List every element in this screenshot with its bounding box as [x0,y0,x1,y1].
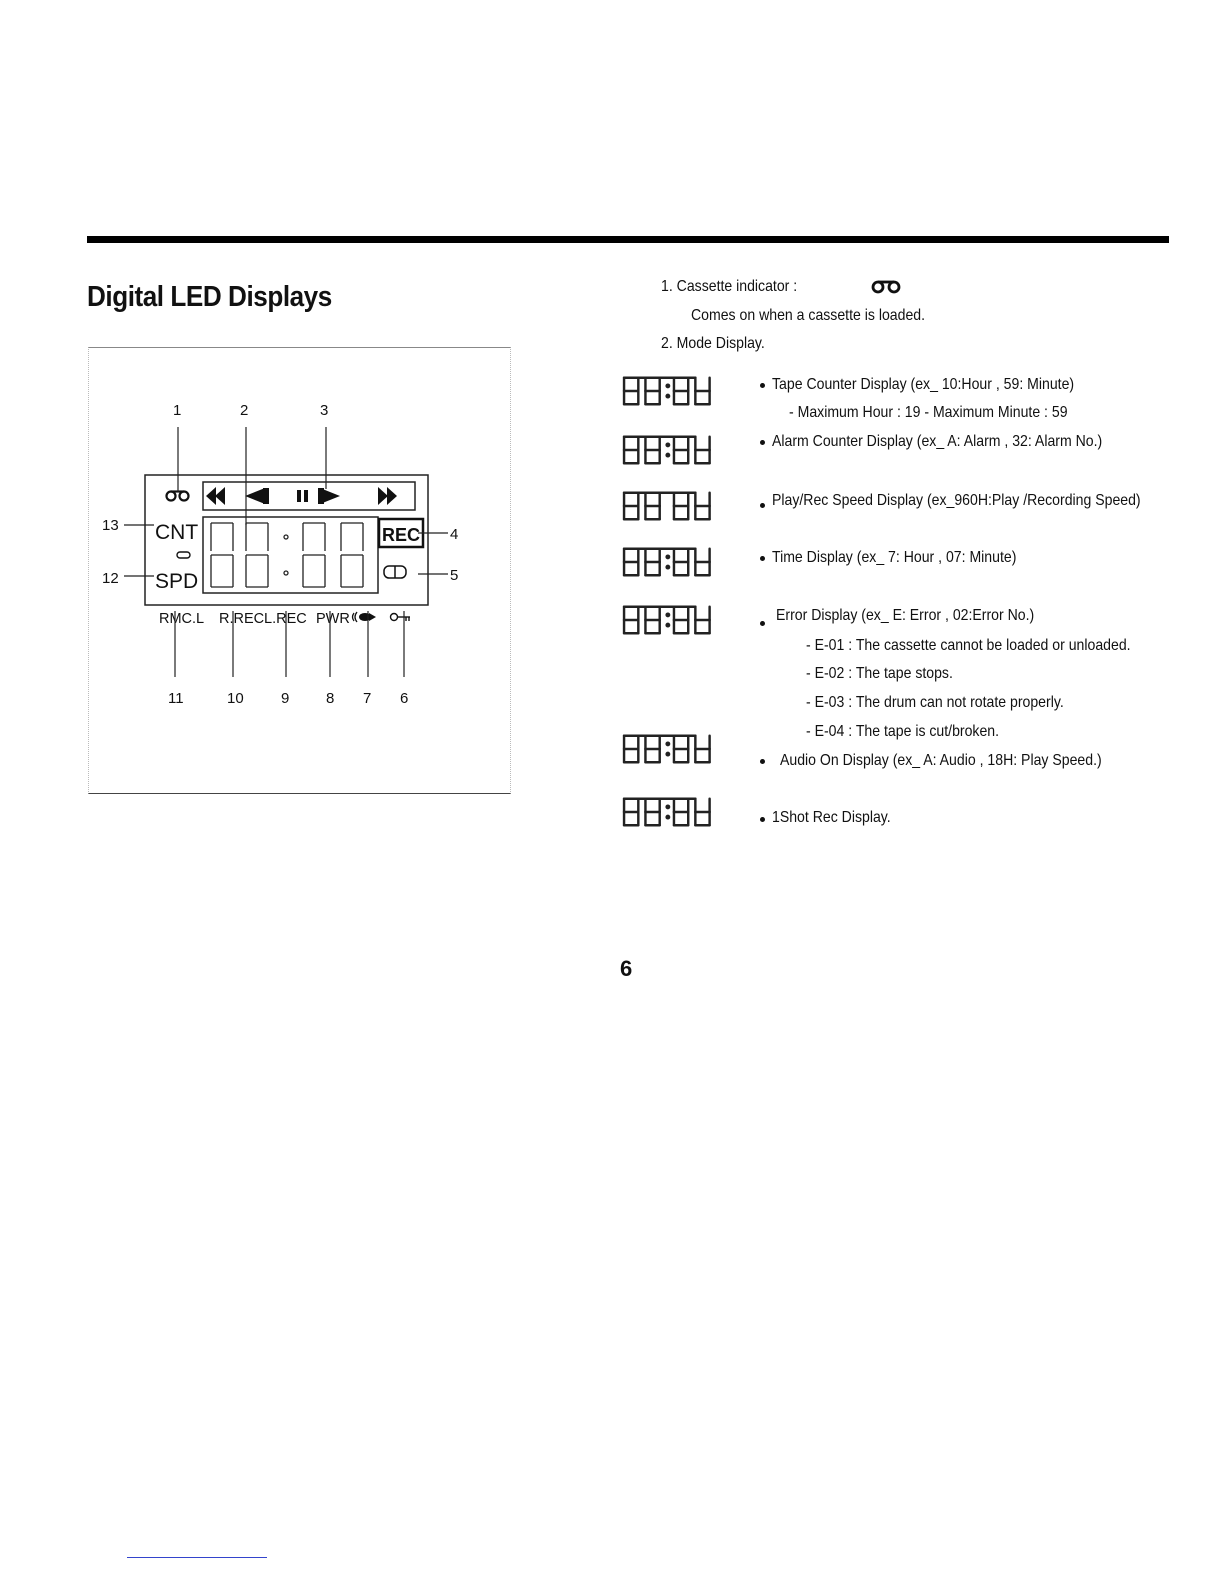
time-glyph [621,544,731,585]
page-number: 6 [620,956,633,981]
key-lock-icon [389,612,410,622]
timer-icon [383,565,407,579]
tape-counter-glyph [621,373,731,414]
callout-12: 12 [102,570,119,587]
error-text: Error Display (ex_ E: Error , 02:Error N… [776,607,1035,624]
cassette-icon [165,490,190,502]
pause-icon [297,490,301,502]
reverse-play-icon [245,488,265,504]
spd-label: SPD [155,570,198,593]
callout-8: 8 [326,690,334,707]
top-rule [87,236,1169,243]
callout-13: 13 [102,517,119,534]
fast-forward-icon [378,487,388,505]
audio-text: Audio On Display (ex_ A: Audio , 18H: Pl… [780,752,1102,769]
speed-glyph [621,488,731,529]
cassette-icon [871,280,901,294]
error-e04: - E-04 : The tape is cut/broken. [806,723,1000,740]
mode-dash-icon [176,551,191,559]
audio-glyph [621,731,731,772]
callout-2: 2 [240,402,248,419]
error-e02: - E-02 : The tape stops. [806,665,953,682]
page-title: Digital LED Displays [87,281,332,313]
callout-1: 1 [173,402,181,419]
callout-9: 9 [281,690,289,707]
error-e01: - E-01 : The cassette cannot be loaded o… [806,637,1131,654]
callout-7: 7 [363,690,371,707]
oneshot-text: 1Shot Rec Display. [772,809,891,826]
footer-line [127,1557,267,1558]
callout-3: 3 [320,402,328,419]
lrec-label: L.REC [264,611,307,627]
oneshot-glyph [621,794,731,835]
cassette-indicator-desc: Comes on when a cassette is loaded. [691,307,926,324]
transport-icons [206,487,397,505]
speed-text: Play/Rec Speed Display (ex_960H:Play /Re… [772,492,1141,509]
callout-5: 5 [450,567,458,584]
rec-label: REC [382,525,420,545]
tape-counter-text: Tape Counter Display (ex_ 10:Hour , 59: … [772,376,1075,393]
pwr-label: PWR [316,611,350,627]
alarm-counter-glyph [621,432,731,473]
led-panel-diagram: 1 2 3 4 5 6 7 8 9 10 11 12 13 CNT SPD [102,402,458,707]
big-digits [210,522,364,588]
callout-6: 6 [400,690,408,707]
diagram-frame [88,347,511,794]
rmcl-label: RMC.L [159,611,204,627]
remote-signal-icon [351,611,376,623]
bullet [760,503,765,508]
error-glyph [621,602,731,643]
rewind-icon [206,487,216,505]
alarm-counter-text: Alarm Counter Display (ex_ A: Alarm , 32… [772,433,1103,450]
bullet [760,440,765,445]
callout-10: 10 [227,690,244,707]
bullet [760,383,765,388]
error-e03: - E-03 : The drum can not rotate properl… [806,694,1064,711]
mode-display-label: 2. Mode Display. [661,335,765,352]
callout-4: 4 [450,526,458,543]
tape-counter-limits: - Maximum Hour : 19 - Maximum Minute : 5… [789,404,1068,421]
play-icon [320,488,340,504]
bullet [760,621,765,626]
time-text: Time Display (ex_ 7: Hour , 07: Minute) [772,549,1017,566]
bullet [760,759,765,764]
rrec-label: R.REC [219,611,264,627]
cassette-indicator-label: 1. Cassette indicator : [661,278,798,295]
callout-11: 11 [168,690,184,707]
cnt-label: CNT [155,521,198,544]
bullet [760,817,765,822]
bullet [760,556,765,561]
